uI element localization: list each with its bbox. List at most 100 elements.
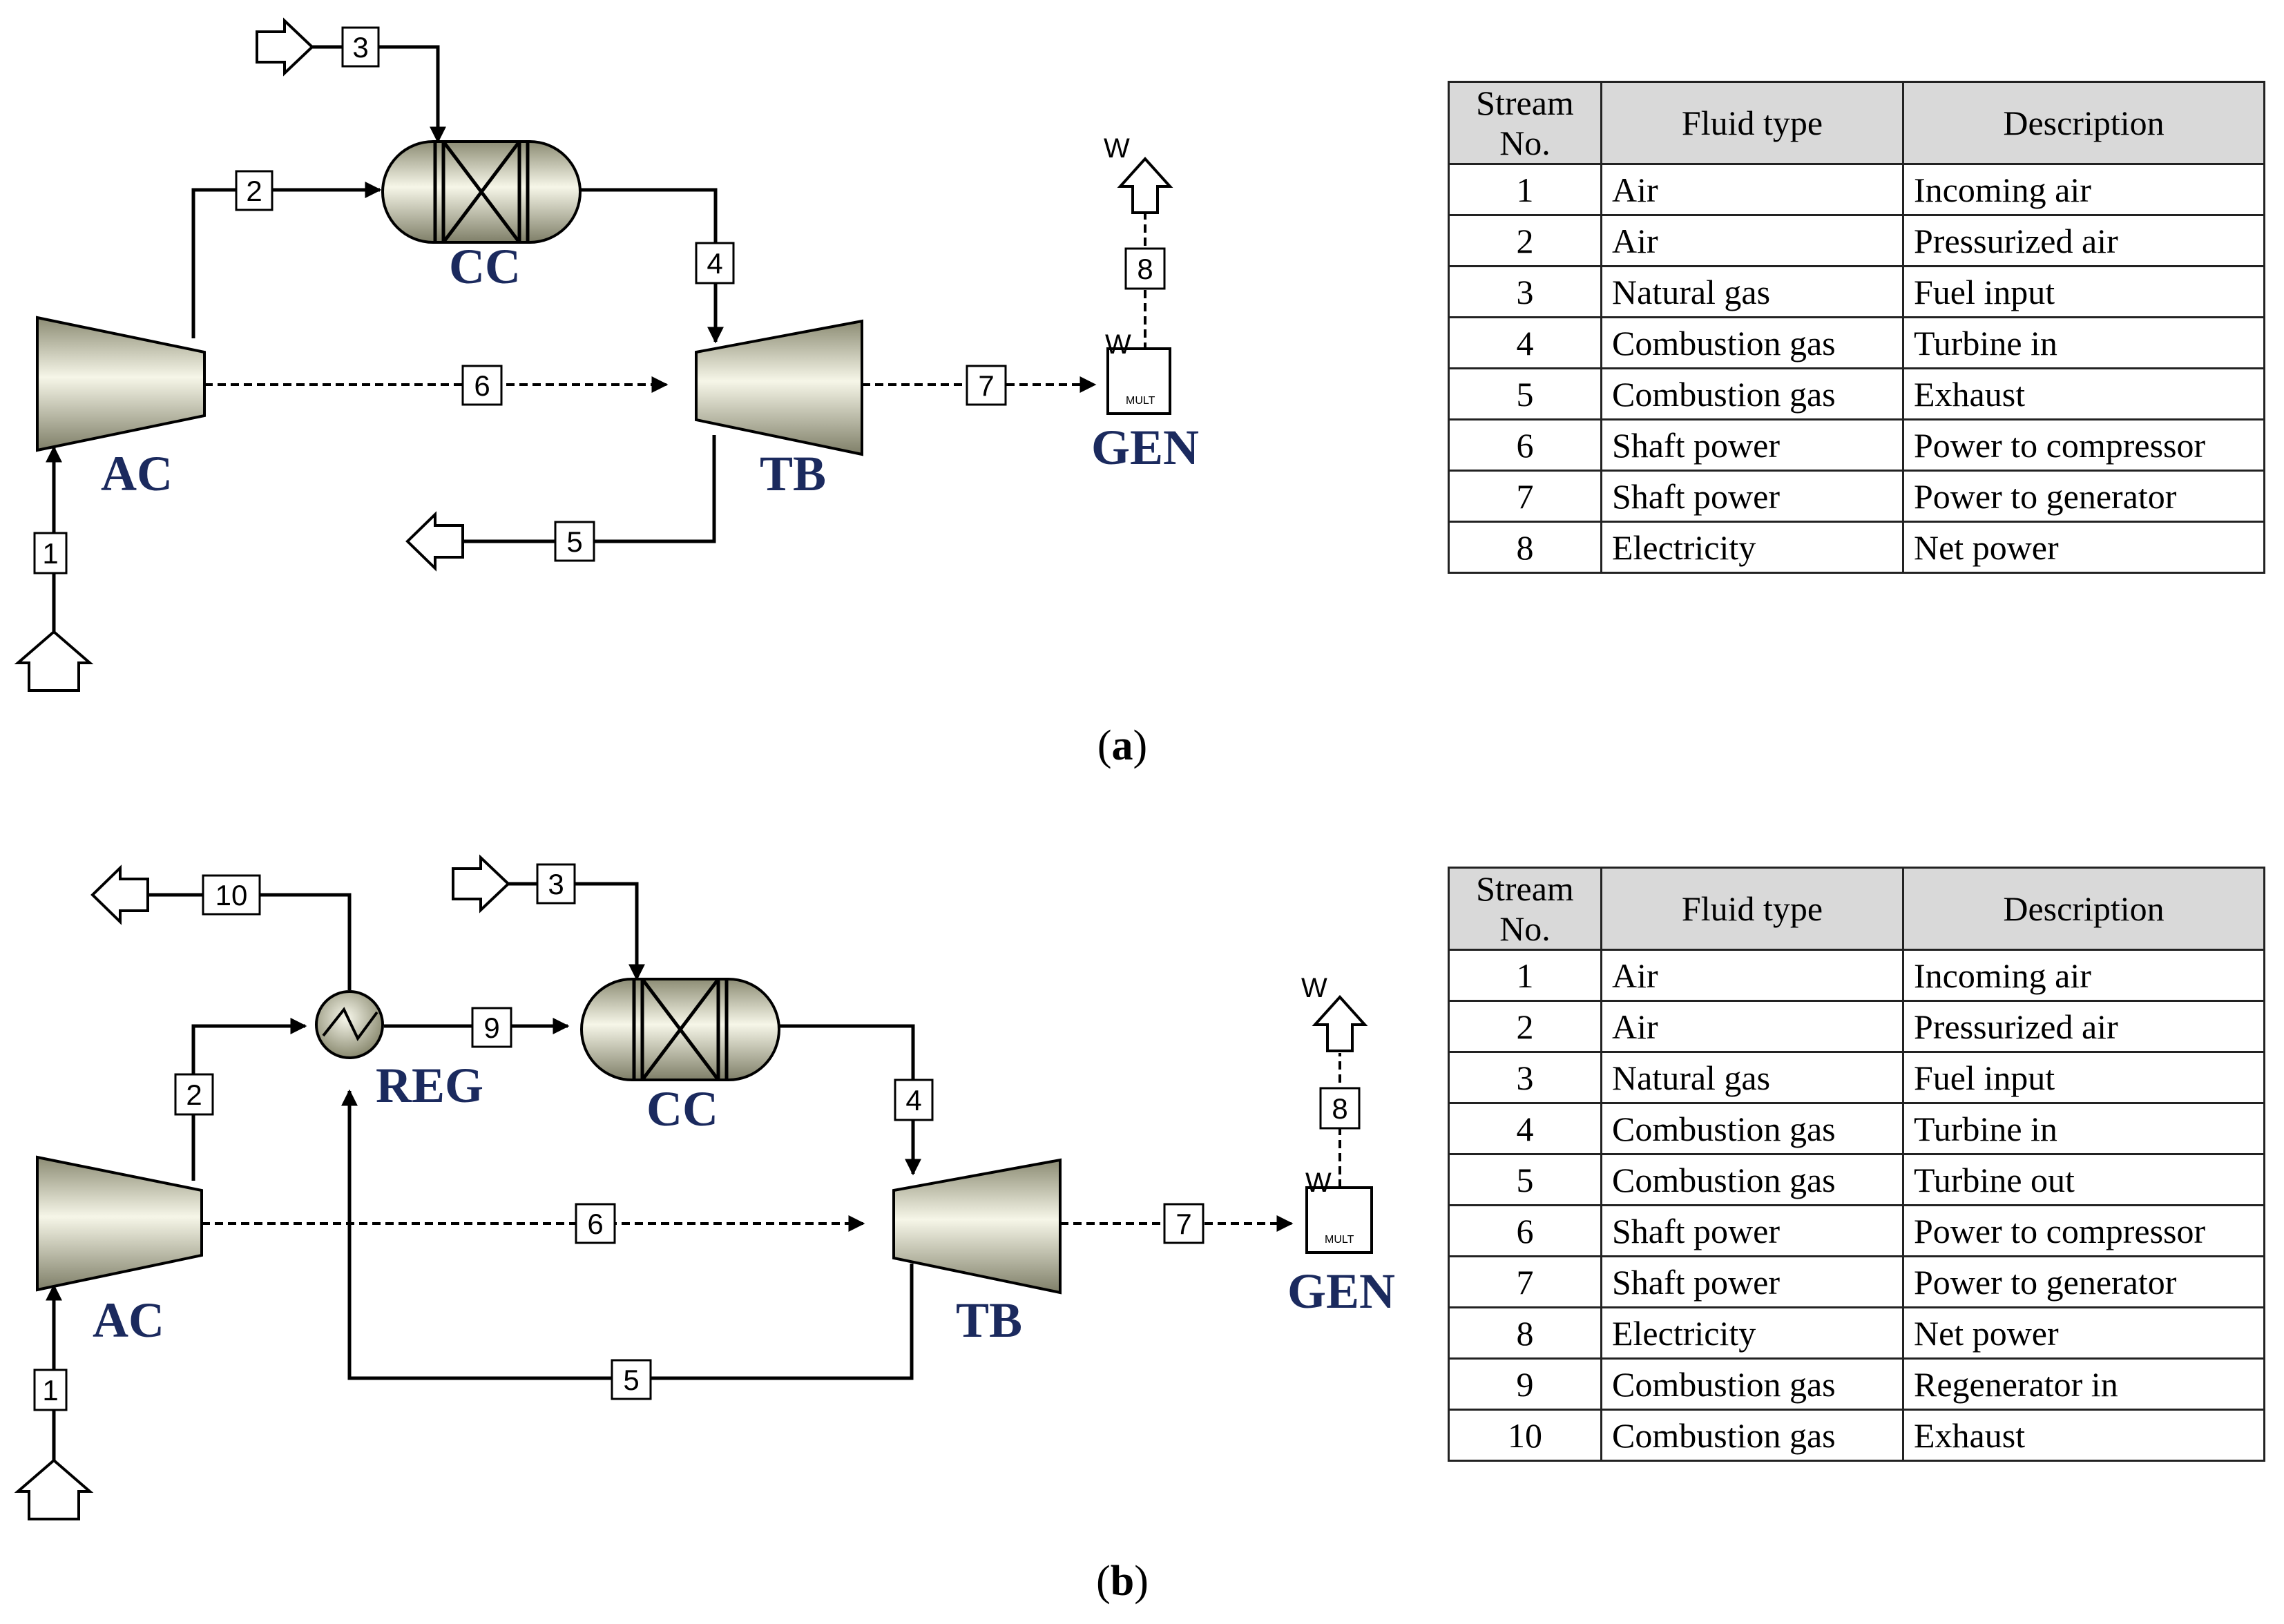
- table-b-fluid-type-cell: Combustion gas: [1600, 1153, 1904, 1206]
- b-work-label-top: W: [1301, 973, 1327, 1003]
- table-b-stream-no-cell: 7: [1448, 1255, 1602, 1308]
- b-product-arrow-10: [90, 864, 149, 925]
- a-feed-arrow-3: [256, 17, 314, 77]
- table-a-fluid-type-cell: Air: [1600, 214, 1904, 267]
- table-b-description-cell: Exhaust: [1902, 1409, 2265, 1462]
- b-label-cc: CC: [646, 1081, 718, 1137]
- a-mult-label: MULT: [1126, 395, 1155, 407]
- svg-text:7: 7: [1175, 1208, 1191, 1240]
- svg-text:4: 4: [707, 247, 722, 280]
- table-b-description-cell: Power to compressor: [1902, 1204, 2265, 1257]
- table-b-stream-no-cell: 6: [1448, 1204, 1602, 1257]
- table-b-fluid-type-cell: Combustion gas: [1600, 1102, 1904, 1155]
- a-work-label-top: W: [1104, 133, 1130, 164]
- table-a-description-cell: Turbine in: [1902, 316, 2265, 369]
- table-b-description-cell: Regenerator in: [1902, 1357, 2265, 1411]
- table-a-stream-no-cell: 1: [1448, 163, 1602, 216]
- table-a-description-cell: Power to compressor: [1902, 418, 2265, 472]
- table-b-description-cell: Incoming air: [1902, 949, 2265, 1002]
- table-a-description-cell: Net power: [1902, 521, 2265, 574]
- table-a-stream-no-cell: 5: [1448, 367, 1602, 420]
- b-combustor-cc: [580, 978, 780, 1081]
- b-stream-5-line: [341, 1089, 914, 1380]
- b-stream-tag-1: 1: [33, 1369, 68, 1411]
- a-label-ac: AC: [101, 446, 173, 501]
- table-a-fluid-type-cell: Combustion gas: [1600, 367, 1904, 420]
- table-b-fluid-type-cell: Shaft power: [1600, 1255, 1904, 1308]
- svg-text:2: 2: [246, 175, 262, 207]
- table-b-header-fluid: Fluid type: [1600, 867, 1904, 951]
- table-b-stream-no-cell: 9: [1448, 1357, 1602, 1411]
- a-label-gen: GEN: [1091, 420, 1199, 475]
- table-a-header-description: Description: [1902, 81, 2265, 165]
- a-stream-tag-1: 1: [33, 532, 68, 574]
- caption-b: (b): [1096, 1558, 1149, 1605]
- table-b-header-description: Description: [1902, 867, 2265, 951]
- b-label-gen: GEN: [1287, 1264, 1395, 1319]
- table-b-fluid-type-cell: Air: [1600, 949, 1904, 1002]
- a-stream-tag-3: 3: [341, 26, 380, 68]
- svg-text:1: 1: [42, 537, 58, 570]
- table-a-header-fluid: Fluid type: [1600, 81, 1904, 165]
- svg-text:5: 5: [623, 1364, 639, 1396]
- b-stream-tag-10: 10: [202, 874, 261, 916]
- table-a-description-cell: Incoming air: [1902, 163, 2265, 216]
- b-label-tb: TB: [956, 1293, 1022, 1348]
- table-a-description-cell: Pressurized air: [1902, 214, 2265, 267]
- table-a-stream-no-cell: 8: [1448, 521, 1602, 574]
- a-combustor-cc: [381, 140, 582, 244]
- a-stream-2-line: [191, 182, 382, 338]
- svg-text:3: 3: [352, 31, 368, 64]
- b-feed-arrow-3: [452, 854, 510, 914]
- table-b-fluid-type-cell: Natural gas: [1600, 1051, 1904, 1104]
- panel-b-diagram: MULT W W AC REG CC TB GEN 1 2 3 4 5: [14, 854, 1395, 1520]
- b-stream-tag-5: 5: [611, 1359, 652, 1400]
- b-stream-4-line: [776, 1024, 921, 1176]
- svg-text:6: 6: [474, 369, 490, 402]
- table-b-stream-no-cell: 8: [1448, 1306, 1602, 1360]
- table-b-description-cell: Power to generator: [1902, 1255, 2265, 1308]
- table-a-stream-no-cell: 4: [1448, 316, 1602, 369]
- b-stream-tag-7: 7: [1163, 1203, 1205, 1244]
- a-generator-gen: MULT: [1106, 347, 1171, 415]
- table-a-stream-no-cell: 6: [1448, 418, 1602, 472]
- a-stream-tag-4: 4: [695, 242, 735, 284]
- b-label-reg: REG: [376, 1058, 483, 1113]
- table-a-fluid-type-cell: Electricity: [1600, 521, 1904, 574]
- panel-a-diagram: MULT W W AC CC TB GEN 1 2 3 4 5: [14, 17, 1199, 692]
- b-stream-tag-2: 2: [174, 1073, 214, 1116]
- a-work-arrow-8: [1117, 157, 1173, 214]
- table-b-fluid-type-cell: Combustion gas: [1600, 1357, 1904, 1411]
- table-b-description-cell: Pressurized air: [1902, 1000, 2265, 1053]
- table-b-fluid-type-cell: Combustion gas: [1600, 1409, 1904, 1462]
- svg-text:5: 5: [566, 525, 582, 558]
- b-turbine-tb: [892, 1158, 1062, 1295]
- table-b-stream-no-cell: 1: [1448, 949, 1602, 1002]
- b-generator-gen: MULT: [1305, 1186, 1373, 1254]
- b-stream-tag-6: 6: [575, 1203, 616, 1244]
- table-b-stream-no-cell: 2: [1448, 1000, 1602, 1053]
- b-feed-arrow-1: [14, 1458, 94, 1520]
- b-work-label-gen: W: [1305, 1168, 1332, 1198]
- table-b-stream-no-cell: 5: [1448, 1153, 1602, 1206]
- table-b-description-cell: Turbine in: [1902, 1102, 2265, 1155]
- svg-text:2: 2: [186, 1079, 202, 1111]
